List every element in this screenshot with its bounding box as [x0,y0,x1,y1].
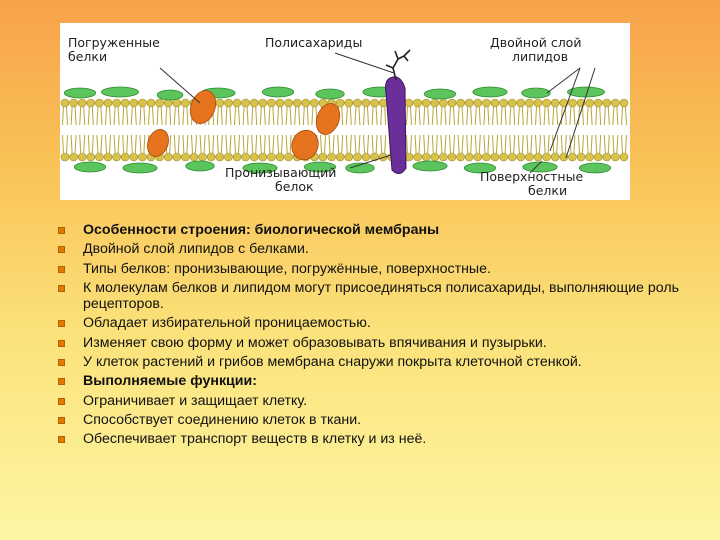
label-lipid-bilayer-line2: липидов [512,49,568,64]
membrane-illustration: Погруженные белки Полисахариды Двойной с… [60,35,629,198]
surface-protein [185,160,215,172]
surface-protein [522,161,558,173]
label-pointers [159,52,596,174]
list-item-text: Особенности строения: биологической мемб… [83,222,440,238]
bullet-square-icon [58,246,65,254]
list-item: Обладает избирательной проницаемостью. [55,315,715,331]
membrane-diagram: Погруженные белки Полисахариды Двойной с… [60,23,630,200]
surface-protein [261,86,295,98]
list-item-text: Ограничивает и защищает клетку. [83,392,308,409]
surface-protein [463,162,497,174]
bullet-square-icon [58,320,65,328]
list-item: У клеток растений и грибов мембрана снар… [55,354,715,370]
list-item: Изменяет свою форму и может образовывать… [55,335,715,351]
list-item: К молекулам белков и липидом могут присо… [55,280,715,313]
label-transmembrane-line1: Пронизывающий [225,165,336,180]
label-lipid-bilayer-line1: Двойной слой [490,35,581,50]
list-item: Двойной слой липидов с белками. [55,241,715,257]
label-transmembrane-line2: белок [275,179,314,194]
list-item-text: Двойной слой липидов с белками. [83,241,309,258]
embedded-protein [315,103,341,135]
surface-protein [578,162,612,174]
surface-protein [63,87,97,99]
bullet-square-icon [58,416,65,424]
bullet-square-icon [58,378,65,386]
label-embedded-proteins-line1: Погруженные [68,35,160,50]
label-surface-proteins-line1: Поверхностные [480,169,583,184]
surface-protein [242,162,278,174]
list-item-text: Изменяет свою форму и может образовывать… [83,334,547,351]
label-polysaccharides: Полисахариды [265,35,362,50]
surface-protein [521,87,551,99]
polysaccharide-chain [385,49,411,81]
surface-protein [345,162,375,174]
bullet-square-icon [58,339,65,347]
surface-protein [412,160,448,172]
label-embedded-proteins-line2: белки [68,49,107,64]
bullet-square-icon [58,284,65,292]
surface-protein [472,86,508,98]
bullet-square-icon [58,265,65,273]
bullet-square-icon [58,397,65,405]
list-item-text: Выполняемые функции: [83,373,257,390]
embedded-proteins [147,90,341,161]
surface-protein [423,88,457,100]
list-item: Особенности строения: биологической мемб… [55,222,715,238]
list-item: Выполняемые функции: [55,373,715,389]
lipid-bilayer [60,98,629,162]
membrane-facts-list: Особенности строения: биологической мемб… [55,222,715,451]
bullet-square-icon [58,359,65,367]
surface-protein [122,162,158,174]
bullet-square-icon [58,436,65,444]
surface-protein [101,86,139,98]
embedded-protein [147,129,169,157]
embedded-protein [189,90,217,124]
list-item: Ограничивает и защищает клетку. [55,393,715,409]
list-item: Способствует соединению клеток в ткани. [55,412,715,428]
list-item-text: Типы белков: пронизывающие, погружённые,… [83,260,491,277]
embedded-protein [291,129,319,161]
bullet-square-icon [58,227,65,234]
list-item-text: Способствует соединению клеток в ткани. [83,411,362,428]
label-surface-proteins-line2: белки [528,183,567,198]
figure-labels: Погруженные белки Полисахариды Двойной с… [68,35,583,198]
surface-protein [156,89,184,101]
list-item-text: У клеток растений и грибов мембрана снар… [83,354,582,371]
list-item-text: Обеспечивает транспорт веществ в клетку … [83,431,427,448]
transmembrane-protein [385,49,411,174]
surface-protein [315,88,345,100]
list-item-text: К молекулам белков и липидом могут присо… [83,279,680,313]
list-item-text: Обладает избирательной проницаемостью. [83,315,371,332]
list-item: Обеспечивает транспорт веществ в клетку … [55,431,715,447]
surface-protein [303,161,337,173]
surface-protein [73,161,107,173]
list-item: Типы белков: пронизывающие, погружённые,… [55,261,715,277]
